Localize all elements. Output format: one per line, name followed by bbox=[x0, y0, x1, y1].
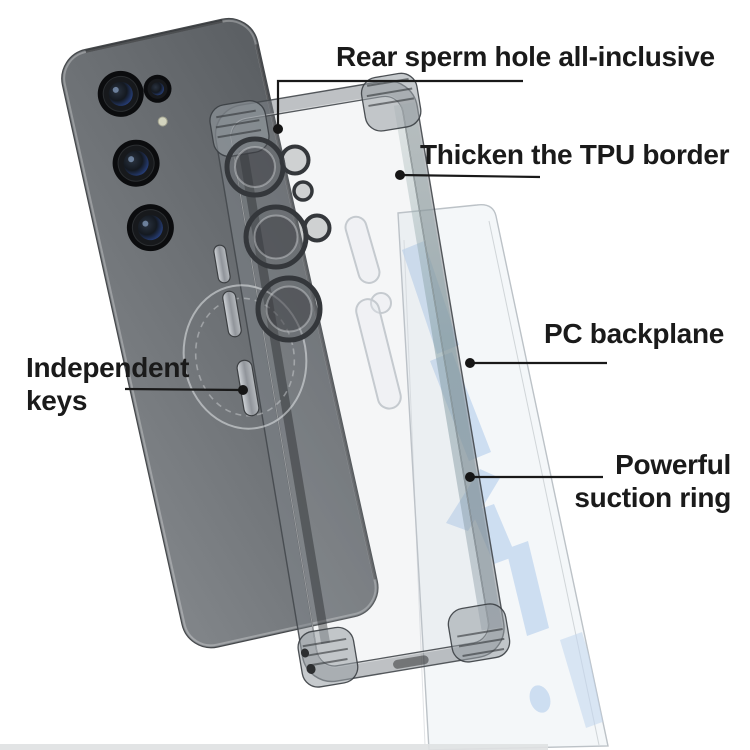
leader-lines bbox=[124, 79, 607, 479]
case-camera-rings bbox=[224, 136, 332, 343]
annotation-independent-keys-line1: Independent bbox=[26, 352, 190, 383]
tpu-case bbox=[182, 72, 511, 688]
film-camera-cutout bbox=[344, 215, 402, 410]
case-side-keys bbox=[213, 244, 260, 417]
annotation-tpu-border: Thicken the TPU border bbox=[420, 139, 730, 170]
phone-small-lens bbox=[143, 74, 172, 103]
annotation-independent-keys-line2: keys bbox=[26, 385, 88, 416]
bumper-ridges bbox=[215, 77, 505, 667]
annotation-rear-hole: Rear sperm hole all-inclusive bbox=[336, 41, 715, 72]
phone-flash bbox=[157, 116, 168, 127]
leader-dots bbox=[238, 124, 475, 482]
annotation-pc-backplane: PC backplane bbox=[544, 318, 725, 349]
case-speaker-holes bbox=[300, 648, 316, 674]
annotation-suction-ring-line2: suction ring bbox=[574, 482, 731, 513]
annotation-independent-keys: Independent keys bbox=[26, 351, 189, 417]
annotation-suction-ring: Powerful suction ring bbox=[574, 448, 731, 514]
phone-camera-lenses bbox=[97, 70, 174, 252]
floor-band bbox=[0, 744, 548, 750]
case-port-cutout bbox=[393, 655, 429, 669]
annotation-suction-ring-line1: Powerful bbox=[615, 449, 731, 480]
